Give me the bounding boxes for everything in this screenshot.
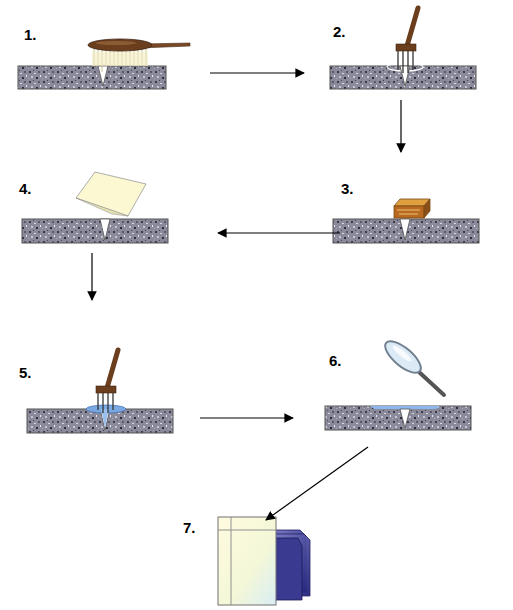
step-4-panel: [22, 172, 168, 243]
step-number: 1.: [24, 26, 37, 43]
step-1-panel: [18, 39, 190, 89]
step-6-panel: [325, 336, 471, 430]
step-5-panel: [27, 350, 173, 433]
step-number: 7.: [183, 519, 196, 536]
step-number: 3.: [341, 180, 354, 197]
step-number: 5.: [19, 364, 32, 381]
step-number: 6.: [329, 352, 342, 369]
flow-arrows: [92, 73, 401, 520]
step-2-panel: [330, 8, 476, 89]
step-7-panel: [218, 517, 310, 605]
step-number: 4.: [19, 180, 32, 197]
step-3-panel: [333, 199, 479, 243]
step-number: 2.: [333, 23, 346, 40]
